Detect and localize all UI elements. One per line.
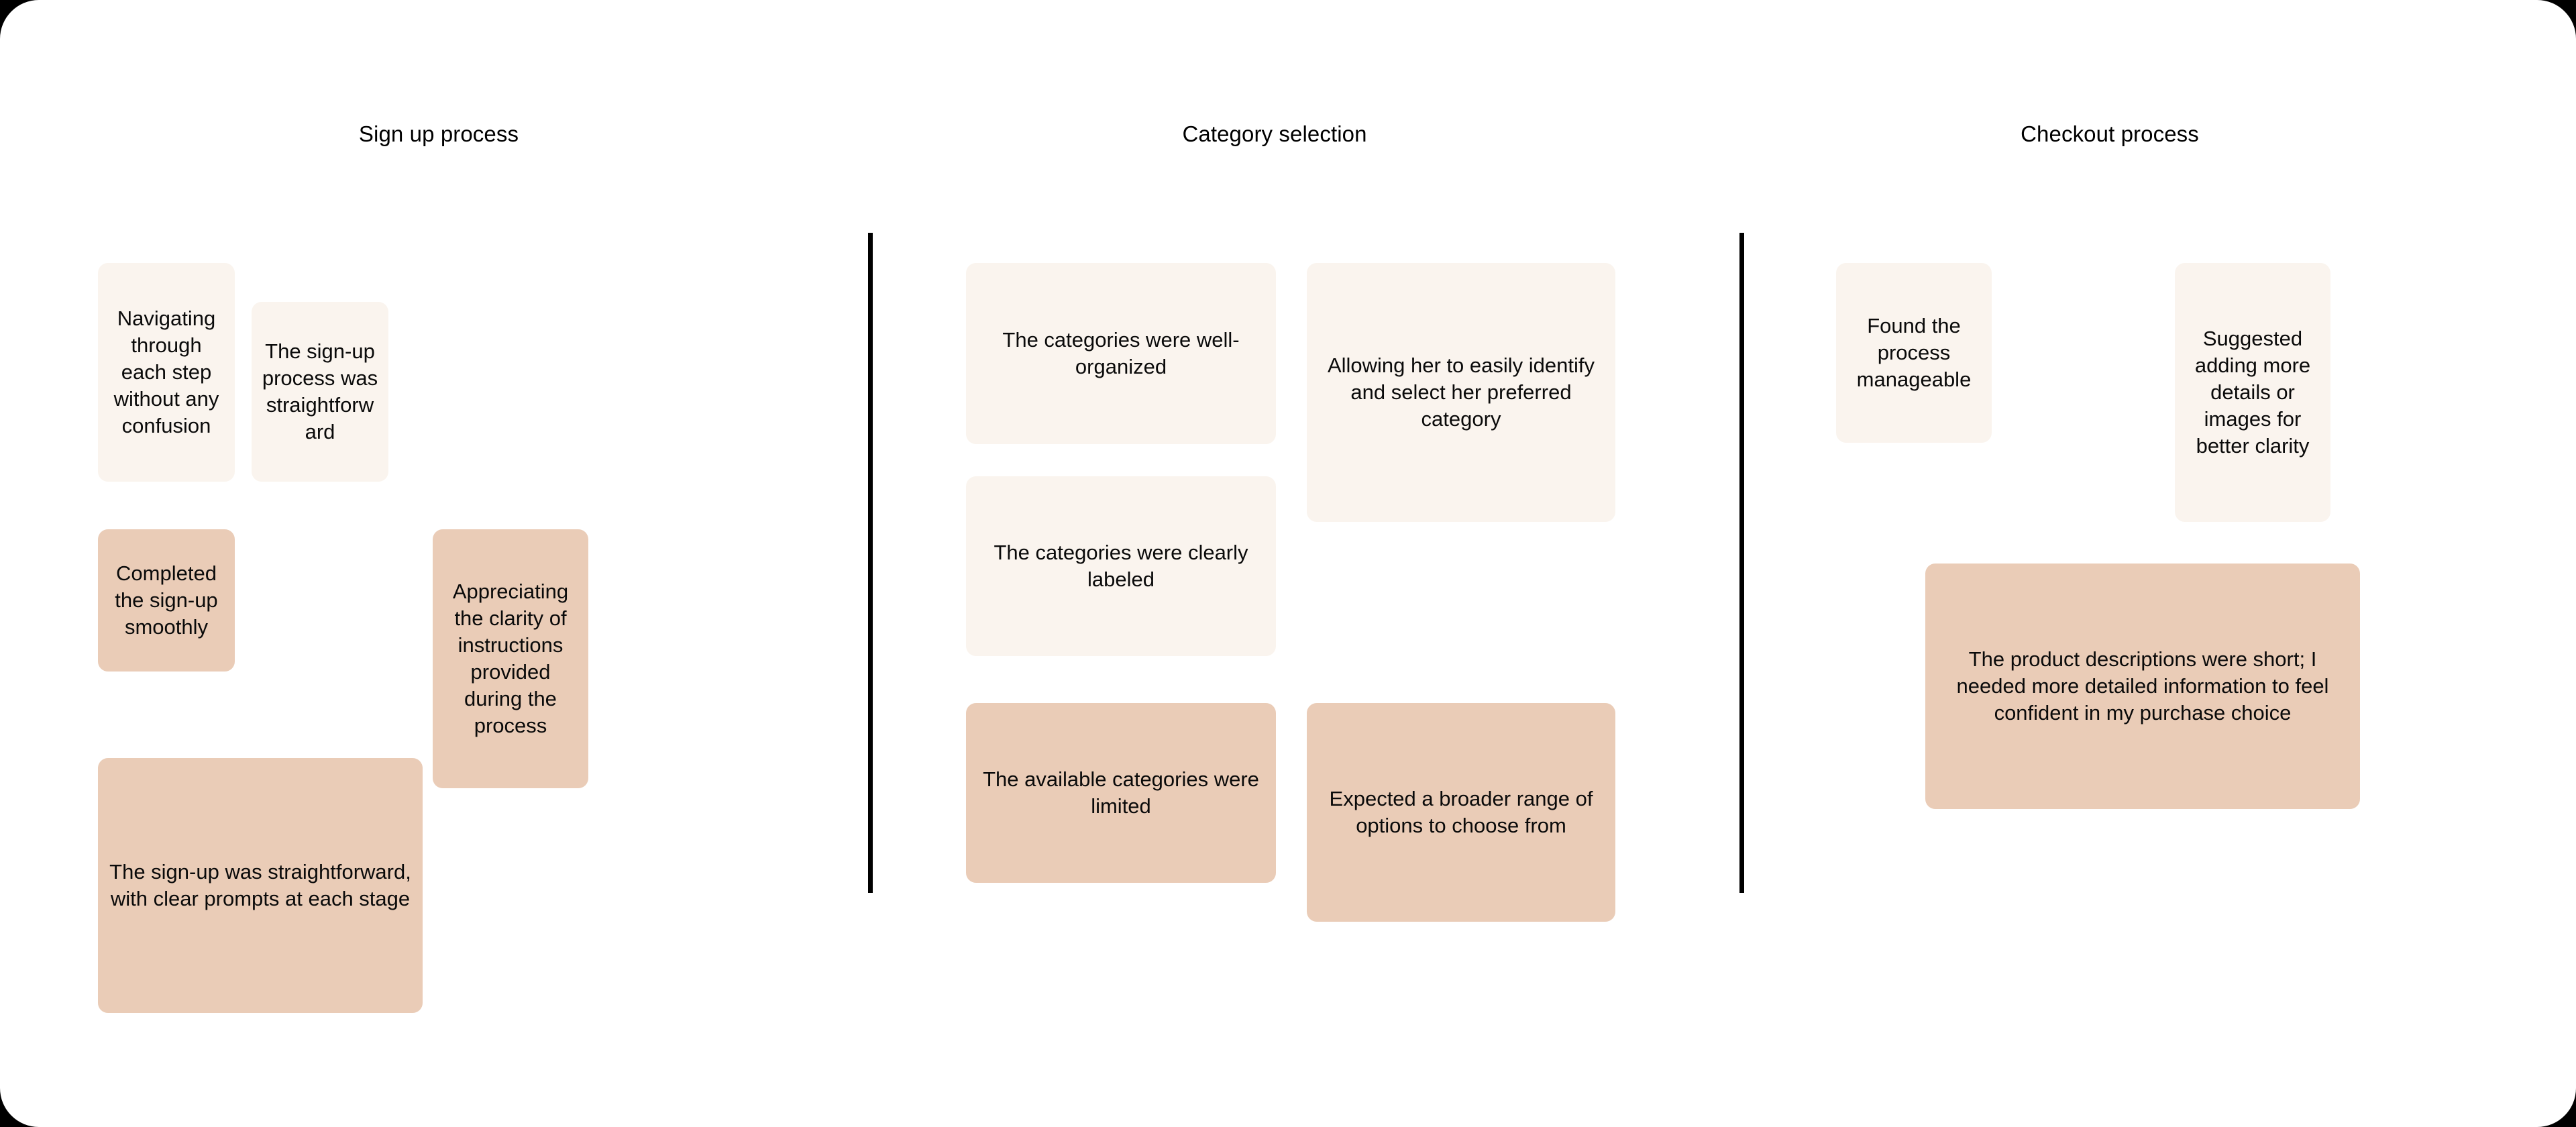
sticky-note[interactable]: Completed the sign-up smoothly: [98, 529, 235, 672]
sticky-note[interactable]: Expected a broader range of options to c…: [1307, 703, 1615, 922]
sticky-note-text: The sign-up process was straightforward: [262, 339, 378, 443]
sticky-note[interactable]: The categories were well-organized: [966, 263, 1276, 444]
sticky-note-text: Appreciating the clarity of instructions…: [452, 580, 569, 737]
sticky-note[interactable]: The sign-up process was straightforward: [252, 302, 388, 482]
sticky-note-text: Suggested adding more details or images …: [2194, 327, 2311, 458]
sticky-note-text: Navigating through each step without any…: [113, 307, 219, 437]
column-divider-right: [1739, 233, 1744, 893]
sticky-note[interactable]: Appreciating the clarity of instructions…: [433, 529, 588, 788]
column-header-checkout-process: Checkout process: [2021, 121, 2199, 146]
sticky-note[interactable]: The product descriptions were short; I n…: [1925, 564, 2360, 809]
sticky-note-text: Completed the sign-up smoothly: [115, 561, 218, 639]
sticky-note[interactable]: Navigating through each step without any…: [98, 263, 235, 482]
sticky-note-text: Allowing her to easily identify and sele…: [1327, 354, 1595, 431]
sticky-note[interactable]: Found the process manageable: [1836, 263, 1992, 443]
column-divider-left: [868, 233, 873, 893]
sticky-note[interactable]: The available categories were limited: [966, 703, 1276, 883]
sticky-note[interactable]: Allowing her to easily identify and sele…: [1307, 263, 1615, 522]
column-header-sign-up-process: Sign up process: [358, 121, 519, 146]
sticky-note-text: The categories were clearly labeled: [994, 541, 1248, 591]
sticky-note-text: The sign-up was straightforward, with cl…: [109, 860, 411, 910]
sticky-note-text: Found the process manageable: [1856, 314, 1972, 391]
sticky-note[interactable]: The sign-up was straightforward, with cl…: [98, 758, 423, 1013]
sticky-note-text: The product descriptions were short; I n…: [1956, 647, 2329, 724]
sticky-note-text: The available categories were limited: [983, 767, 1259, 818]
sticky-note[interactable]: Suggested adding more details or images …: [2175, 263, 2330, 522]
sticky-note[interactable]: The categories were clearly labeled: [966, 476, 1276, 656]
sticky-note-text: Expected a broader range of options to c…: [1329, 787, 1593, 837]
column-header-category-selection: Category selection: [1182, 121, 1367, 146]
sticky-note-text: The categories were well-organized: [1002, 328, 1240, 378]
